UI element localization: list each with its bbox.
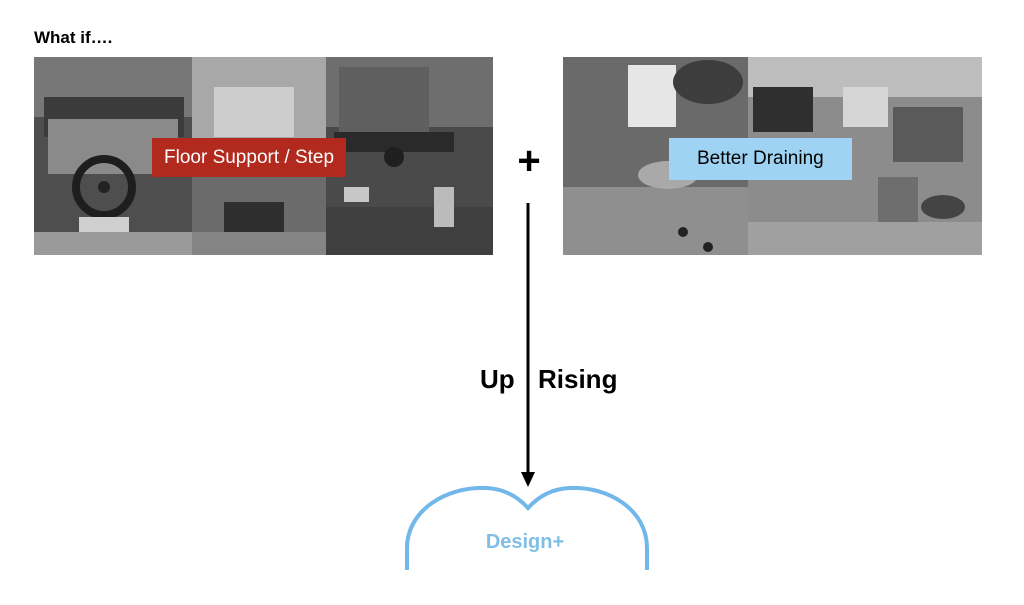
- page-title: What if….: [34, 28, 113, 47]
- draining-photo: [563, 57, 982, 255]
- better-draining-label: Better Draining: [669, 138, 852, 180]
- design-plus-label: Design+: [485, 531, 565, 553]
- arrow-label-rising: Rising: [538, 364, 618, 394]
- arrow-label-up: Up: [480, 364, 515, 394]
- plus-icon: +: [517, 139, 541, 183]
- result-cloud-shape: [405, 485, 649, 570]
- down-arrow-head: [521, 472, 535, 487]
- floor-support-label: Floor Support / Step: [152, 138, 347, 177]
- photo-collage-draining: [563, 57, 982, 255]
